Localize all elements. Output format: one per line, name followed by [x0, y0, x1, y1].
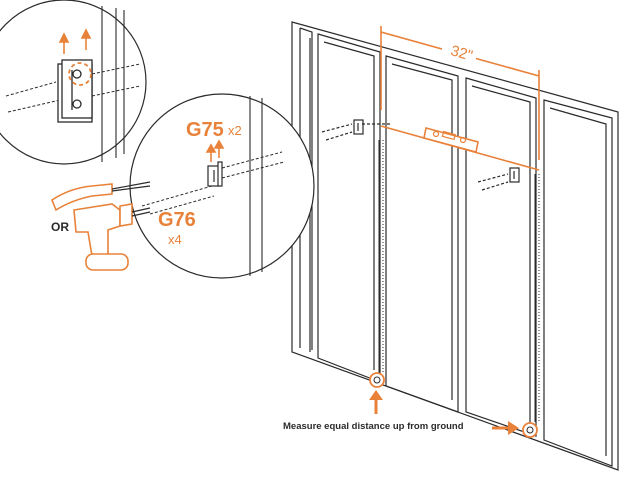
- detail-inset: [0, 0, 147, 165]
- or-label: OR: [51, 220, 69, 234]
- bracket-detail: [57, 59, 93, 123]
- detail-callout: [129, 93, 315, 279]
- part-g76-label: G76: [158, 209, 196, 231]
- wall-bracket-right: [477, 167, 520, 191]
- tape-measure-right: [522, 174, 540, 438]
- arrow-right-icon: [492, 421, 519, 435]
- wall-bracket-left: [321, 119, 390, 141]
- part-g76-qty: x4: [168, 232, 182, 247]
- part-g75-label: G75: [186, 119, 224, 141]
- screwdriver-icon: [51, 181, 151, 212]
- tape-measure-left: [369, 140, 385, 388]
- bracket-g75: [207, 161, 223, 187]
- dimension-32in: 32": [380, 26, 540, 160]
- part-g75-qty: x2: [228, 123, 242, 138]
- power-drill-icon: [73, 203, 151, 271]
- measure-note: Measure equal distance up from ground: [283, 421, 464, 432]
- arrow-up-icon: [369, 390, 383, 414]
- wall-panel: [291, 21, 619, 471]
- dimension-label: 32": [449, 42, 475, 64]
- bubble-level-icon: [380, 125, 540, 171]
- tape-measure-icon: [369, 372, 385, 388]
